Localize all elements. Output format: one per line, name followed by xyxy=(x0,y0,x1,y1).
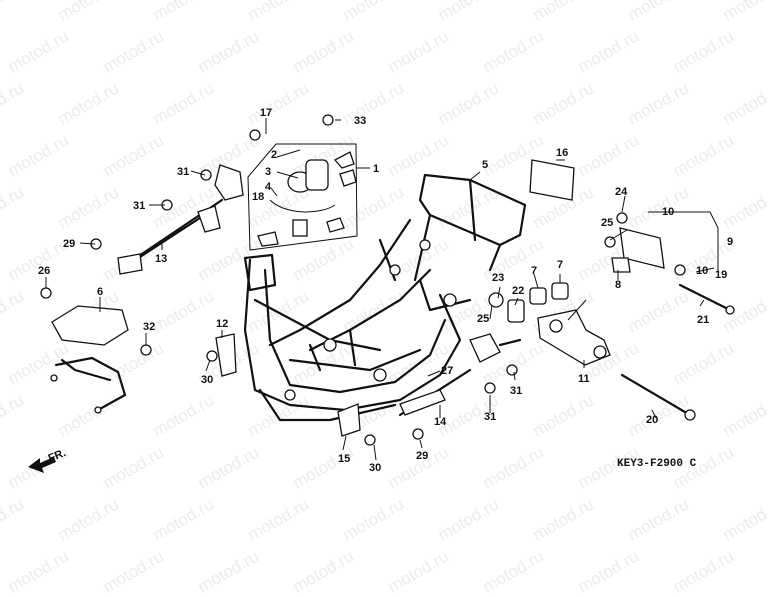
callout-15: 15 xyxy=(338,453,350,465)
callout-30a: 30 xyxy=(201,374,213,386)
callout-19: 19 xyxy=(715,269,727,281)
callout-17: 17 xyxy=(260,107,272,119)
callout-5: 5 xyxy=(482,159,488,171)
callout-10b: 10 xyxy=(696,265,708,277)
callout-31d: 31 xyxy=(510,385,522,397)
callout-29a: 29 xyxy=(63,238,75,250)
callout-26: 26 xyxy=(38,265,50,277)
callout-21: 21 xyxy=(697,314,709,326)
rear-parts xyxy=(529,159,686,276)
callout-22: 22 xyxy=(512,285,524,297)
callout-8: 8 xyxy=(615,279,621,291)
callout-11: 11 xyxy=(578,373,590,385)
callout-27: 27 xyxy=(441,365,453,377)
callout-18: 18 xyxy=(252,191,264,203)
callout-31a: 31 xyxy=(177,166,189,178)
callout-14: 14 xyxy=(434,416,447,428)
callout-31c: 31 xyxy=(484,411,496,423)
main-frame xyxy=(243,173,527,422)
callout-23: 23 xyxy=(492,272,504,284)
callout-20: 20 xyxy=(646,414,658,426)
ignition-switch-box xyxy=(247,143,358,251)
callout-7b: 7 xyxy=(557,259,563,271)
callout-13: 13 xyxy=(155,253,167,265)
callout-29b: 29 xyxy=(416,450,428,462)
long-bolts xyxy=(620,283,735,421)
stay-bracket-13 xyxy=(117,164,244,275)
engine-hanger-11 xyxy=(537,309,611,366)
parts-diagram: 17 33 2 1 3 4 18 5 16 31 31 29 13 26 6 3… xyxy=(28,107,735,474)
front-label: FR. xyxy=(47,447,68,465)
callout-32: 32 xyxy=(143,321,155,333)
callout-labels: 17 33 2 1 3 4 18 5 16 31 31 29 13 26 6 3… xyxy=(38,107,733,474)
callout-12: 12 xyxy=(216,318,228,330)
lower-stay-14 xyxy=(398,333,522,417)
callout-6: 6 xyxy=(97,286,103,298)
bushings xyxy=(488,282,569,323)
small-brackets xyxy=(215,333,361,437)
callout-7a: 7 xyxy=(531,265,537,277)
front-direction-arrow: FR. xyxy=(28,447,68,473)
callout-24: 24 xyxy=(615,186,628,198)
leader-lines xyxy=(45,118,719,461)
luggage-carrier-6 xyxy=(50,305,129,414)
callout-31b: 31 xyxy=(133,200,145,212)
callout-9: 9 xyxy=(727,236,733,248)
fasteners xyxy=(40,114,518,446)
callout-1: 1 xyxy=(373,163,379,175)
callout-3: 3 xyxy=(265,166,271,178)
callout-25b: 25 xyxy=(601,217,613,229)
callout-10a: 10 xyxy=(662,206,674,218)
diagram-code: KEY3-F2900 C xyxy=(617,458,697,470)
callout-25a: 25 xyxy=(477,313,489,325)
callout-30b: 30 xyxy=(369,462,381,474)
callout-33: 33 xyxy=(354,115,366,127)
callout-2: 2 xyxy=(271,149,277,161)
callout-16: 16 xyxy=(556,147,568,159)
callout-4: 4 xyxy=(265,181,272,193)
